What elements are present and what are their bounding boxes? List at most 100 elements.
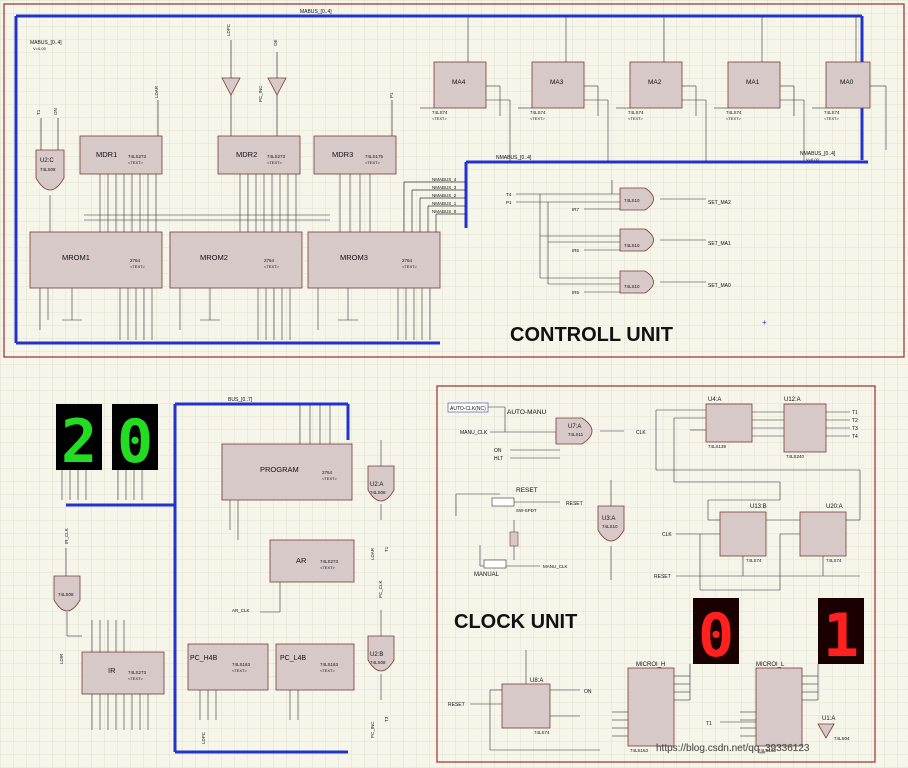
u7a-gate [555,417,593,445]
ma0-chip: MA0 74LS74 <TEXT> [824,61,871,121]
nmabus-right-sub: V=0,00 [806,157,820,162]
mdr2-part: 74LS273 [267,154,286,159]
pc-l4b-chip: PC_L4B 74LS163 <TEXT> [275,643,355,691]
auto-clk-source[interactable] [447,402,489,413]
mrom1-name: MROM1 [62,253,90,262]
mdr1-chip: MDR1 74LS273 <TEXT> [79,135,163,175]
ff-wires [676,470,861,591]
ma3-name: MA3 [550,79,564,86]
ma1-part: 74LS74 [726,110,742,115]
program-tag: <TEXT> [322,476,338,481]
t1-out-label: T1 [852,410,858,416]
mrom1-part: 2764 [130,258,141,263]
oe-label: OE [273,39,278,46]
ir6-label: IR6 [572,248,580,253]
mdr3-part: 74LS175 [365,154,384,159]
control-unit-frame [3,3,905,358]
u8a-wires [470,650,600,751]
mrom3-part: 2764 [402,258,413,263]
green-digit-1: 2 [61,407,97,477]
on-input-label: ON [494,448,502,454]
ma2-name: MA2 [648,79,662,86]
ma2-part: 74LS74 [628,110,644,115]
left-and-gate [53,575,81,612]
ir-chip: IR 74LS273 <TEXT> [81,651,165,695]
red-digit-1: 0 [698,601,734,671]
u8a-name: U8:A [530,678,543,684]
u2a-gate [367,465,395,502]
ma1-chip: MA1 74LS74 <TEXT> [726,61,781,121]
u7a-name: U7:A [568,424,581,430]
pc-l4b-tag: <TEXT> [320,668,336,673]
ma-wires [420,16,887,162]
u20a-chip: U20:A 74LS74 [799,504,847,563]
red-digit-2: 1 [823,601,859,671]
set-ma2-label: SET_MA2 [708,200,731,206]
mdr1-part: 74LS273 [128,154,147,159]
manual-button[interactable] [483,559,507,569]
mrom3-name: MROM3 [340,253,368,262]
on-u8-label: ON [584,689,592,695]
program-part: 2764 [322,470,333,475]
mrom3-chip: MROM3 2764 <TEXT> [307,231,441,289]
nmabus-4-label: NMABUS_4 [432,177,457,182]
pc-h4b-name: PC_H4B [190,655,218,662]
program-chip: PROGRAM 2764 <TEXT> [221,443,353,501]
u2c-on-label: ON [53,108,58,115]
u2c-name: U2:C [40,158,54,164]
mdr2-name: MDR2 [236,150,257,159]
nmabus-0-label: NMABUS_0 [432,209,457,214]
and-gate-2: 74LS10 SET_MA1 IR6 [572,228,731,253]
u3a-name: U3:A [602,516,615,522]
u7a-part: 74LS11 [568,432,584,437]
bus-label: BUS_[0..7] [228,397,253,403]
u13b-name: U13:B [750,504,767,510]
pc-inc-label: PC_INC [258,85,263,102]
reset-button[interactable] [491,497,515,507]
ma0-tag: <TEXT> [824,116,840,121]
nmabus-feed-lines [403,181,466,232]
u8a-part: 74LS74 [534,730,550,735]
u12a-part: 74LS240 [786,454,805,459]
u2c-part: 74LS08 [40,167,56,172]
pc-h4b-part: 74LS163 [232,662,251,667]
mrom2-tag: <TEXT> [264,264,280,269]
manu-clk-input-label: MANU_CLK [460,430,488,436]
and-gate-3: 74LS10 SET_MA0 IR5 [572,270,731,295]
u3a-part: 74LS10 [602,524,618,529]
u2c-gate [35,149,65,191]
u12a-out-wires [655,409,860,483]
resistor [509,531,519,547]
u20a-part: 74LS74 [826,558,842,563]
pc-h4b-tag: <TEXT> [232,668,248,673]
microi-wires [612,664,819,737]
ma2-chip: MA2 74LS74 <TEXT> [628,61,683,121]
set-ma0-label: SET_MA0 [708,283,731,289]
u8a-chip: U8:A 74LS74 [501,678,551,735]
microi-l-chip: MICROI_L 74LS163 [755,662,803,753]
t1-microi-label: T1 [706,721,712,727]
nmabus-1-label: NMABUS_1 [432,201,457,206]
pc-clk-label: PC_CLK [378,580,383,598]
program-name: PROGRAM [260,465,299,474]
left-bottom-wires [65,404,382,730]
mdr2-chip: MDR2 74LS273 <TEXT> [217,135,301,175]
u12a-name: U12:A [784,397,801,403]
ma3-chip: MA3 74LS74 <TEXT> [530,61,585,121]
ma4-part: 74LS74 [432,110,448,115]
u2a-part: 74LS08 [370,490,386,495]
ir-clk-label: IR_CLK [64,528,69,544]
mdr1-tag: <TEXT> [128,160,144,165]
ir-tag: <TEXT> [128,676,144,681]
ir5-label: IR5 [572,290,580,295]
mrom-bottom-wires [39,288,431,340]
u12a-chip: U12:A 74LS240 [783,397,827,459]
nmabus-2-label: NMABUS_2 [432,193,457,198]
mdr3-tag: <TEXT> [365,160,381,165]
u2b-gate [367,635,395,672]
mrom2-chip: MROM2 2764 <TEXT> [169,231,303,289]
ma3-tag: <TEXT> [530,116,546,121]
mabus-top-label: MABUS_[0..4] [300,9,332,15]
t2-out-label: T2 [852,418,858,424]
